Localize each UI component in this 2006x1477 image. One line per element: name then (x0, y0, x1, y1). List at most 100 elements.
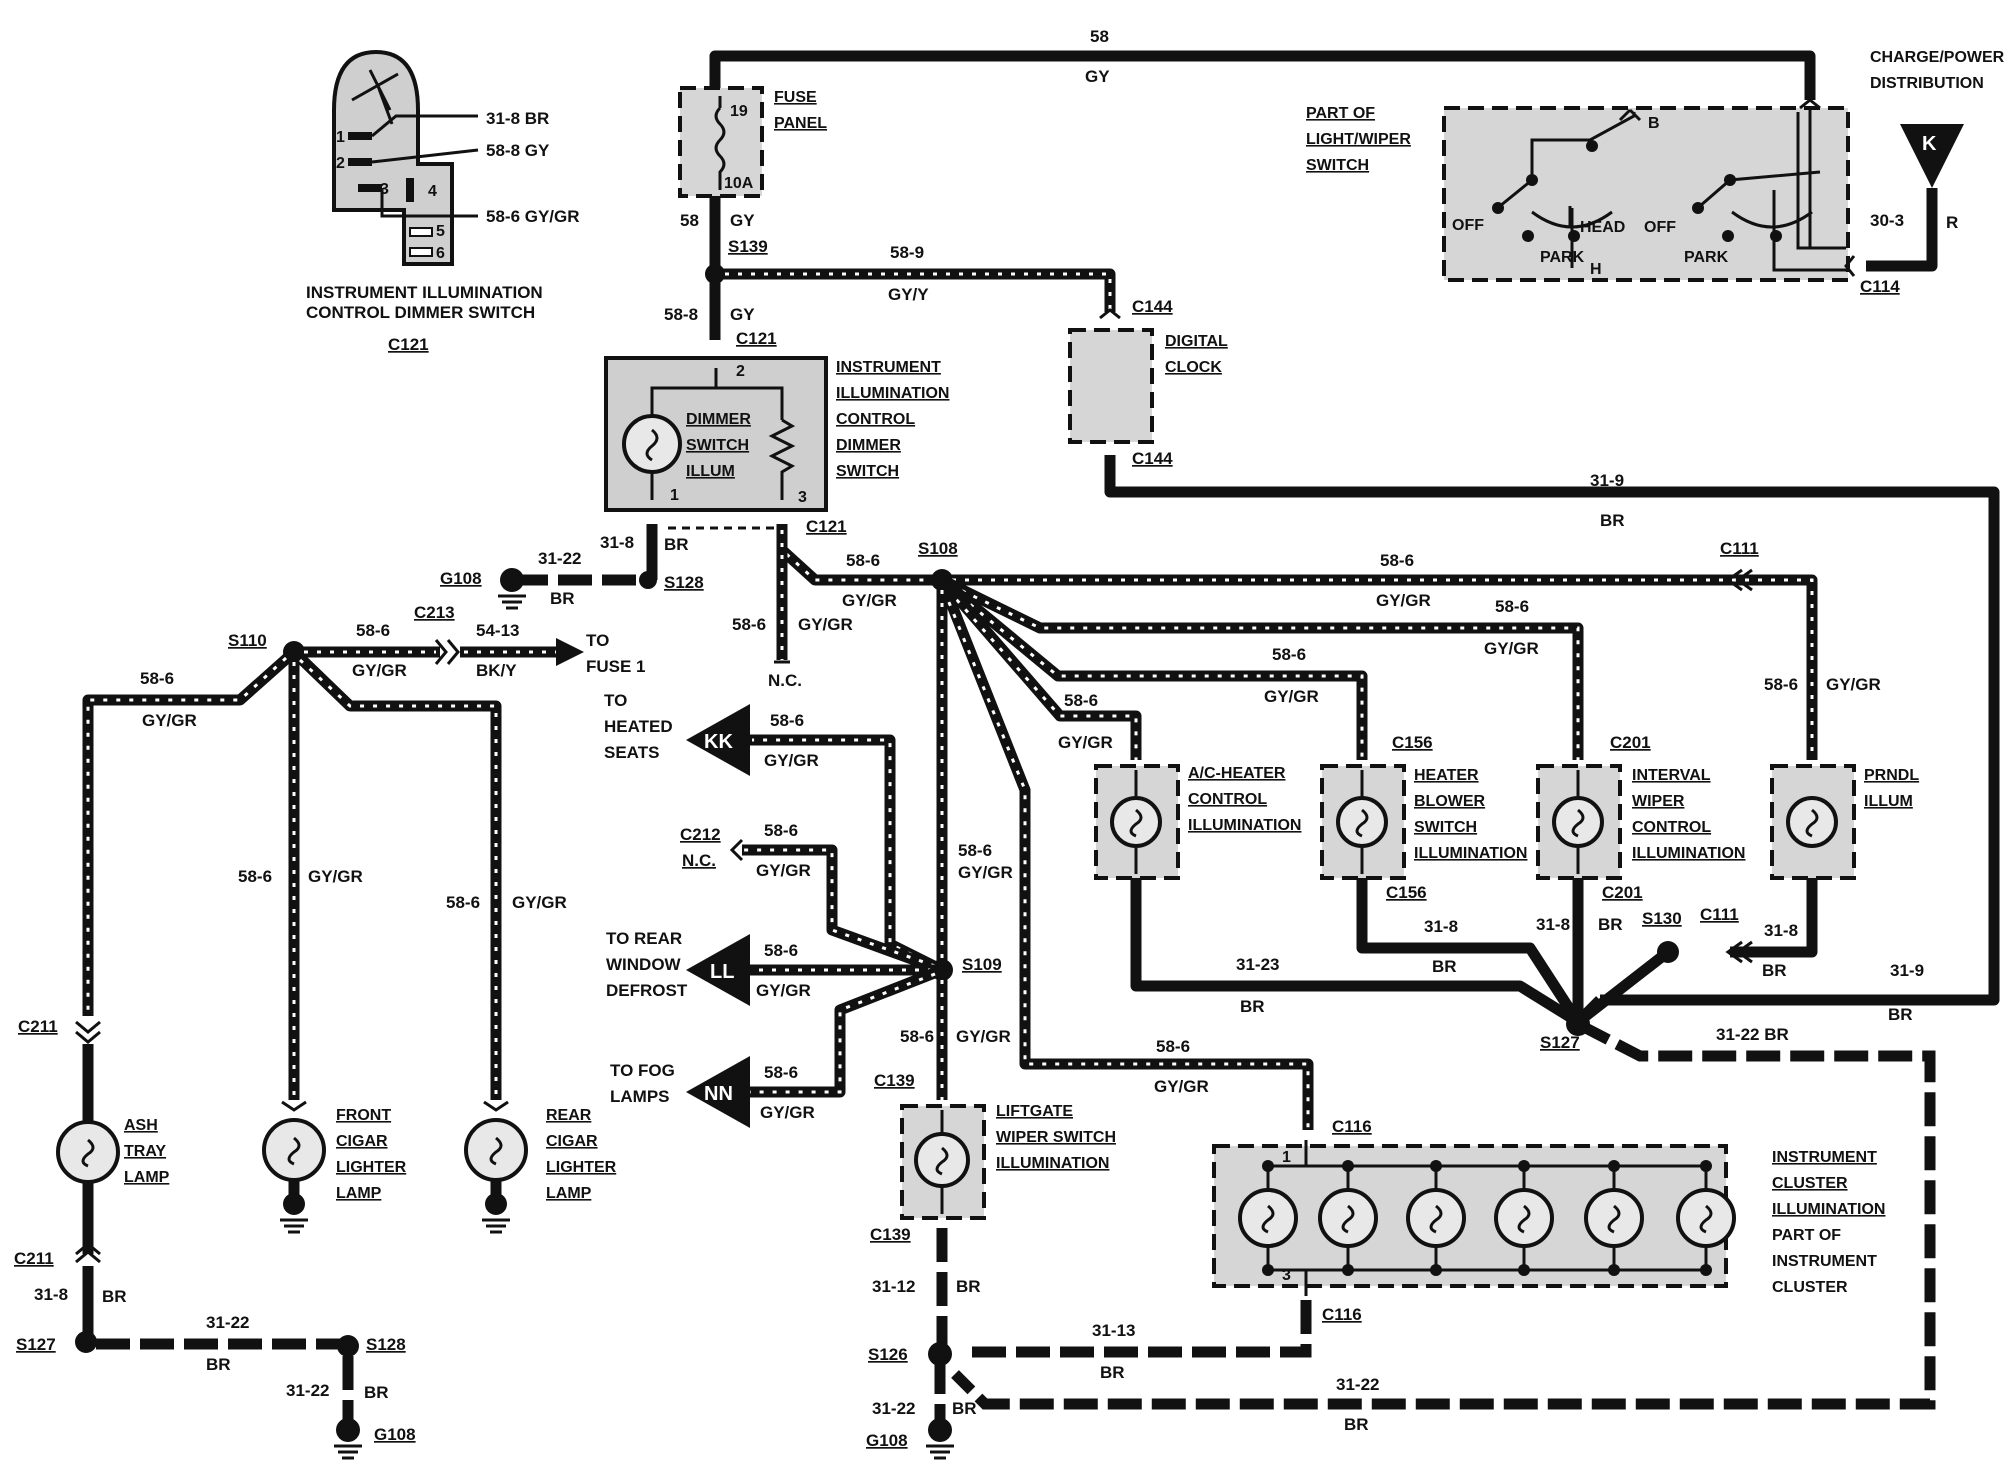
svg-text:58-6: 58-6 (900, 1027, 934, 1046)
svg-text:BR: BR (956, 1277, 981, 1296)
svg-text:KK: KK (704, 731, 733, 753)
svg-text:31-22: 31-22 (538, 549, 581, 568)
svg-text:TRAY: TRAY (124, 1143, 166, 1160)
interval-wiper-illum: INTERVAL WIPER CONTROL ILLUMINATION (1536, 764, 1745, 880)
svg-text:BR: BR (550, 589, 575, 608)
svg-text:GY/GR: GY/GR (956, 1027, 1011, 1046)
svg-text:INSTRUMENT: INSTRUMENT (1772, 1149, 1877, 1166)
svg-text:31-12: 31-12 (872, 1277, 915, 1296)
svg-text:C139: C139 (870, 1225, 911, 1244)
svg-text:DIMMER: DIMMER (836, 437, 901, 454)
svg-text:C156: C156 (1386, 883, 1427, 902)
svg-text:GY/GR: GY/GR (1154, 1077, 1209, 1096)
svg-text:GY: GY (1085, 67, 1110, 86)
wire-58-6-fog (748, 964, 945, 1098)
svg-text:INSTRUMENT: INSTRUMENT (1772, 1253, 1877, 1270)
svg-text:58-6: 58-6 (238, 867, 272, 886)
svg-text:ILLUMINATION: ILLUMINATION (1414, 845, 1527, 862)
heater-blower-illum: HEATER BLOWER SWITCH ILLUMINATION (1320, 764, 1527, 880)
svg-text:C212: C212 (680, 825, 721, 844)
svg-text:BR: BR (206, 1355, 231, 1374)
svg-text:GY/GR: GY/GR (760, 1103, 815, 1122)
svg-text:GY/GR: GY/GR (308, 867, 363, 886)
svg-text:GY/GR: GY/GR (1376, 591, 1431, 610)
svg-text:GY/GR: GY/GR (352, 661, 407, 680)
cluster-lamp (1318, 1160, 1378, 1276)
svg-text:FUSE 1: FUSE 1 (586, 657, 646, 676)
svg-text:GY/GR: GY/GR (756, 981, 811, 1000)
svg-text:S130: S130 (1642, 909, 1682, 928)
svg-text:ILLUMINATION: ILLUMINATION (996, 1155, 1109, 1172)
dimmer-connector-face: 1 2 3 4 5 6 (332, 49, 479, 266)
svg-text:TO: TO (604, 691, 627, 710)
svg-text:LAMP: LAMP (124, 1169, 170, 1186)
svg-text:PARK: PARK (1684, 249, 1729, 266)
svg-text:C156: C156 (1392, 733, 1433, 752)
svg-text:SWITCH: SWITCH (836, 463, 899, 480)
svg-text:ILLUMINATION: ILLUMINATION (836, 385, 949, 402)
svg-text:GY/GR: GY/GR (842, 591, 897, 610)
cluster-lamp (1406, 1160, 1466, 1276)
wire-58-6-dimmer (776, 524, 942, 660)
svg-text:BR: BR (1344, 1415, 1369, 1434)
svg-text:ILLUMINATION: ILLUMINATION (1772, 1201, 1885, 1218)
ac-heater-illum: A/C-HEATER CONTROL ILLUMINATION (1094, 764, 1301, 880)
svg-text:C139: C139 (874, 1071, 915, 1090)
svg-text:6: 6 (436, 245, 445, 262)
svg-text:C201: C201 (1602, 883, 1643, 902)
wire-31-13 (962, 1300, 1312, 1358)
svg-text:OFF: OFF (1452, 217, 1484, 234)
svg-text:N.C.: N.C. (682, 851, 716, 870)
svg-text:19: 19 (730, 103, 748, 120)
svg-text:C116: C116 (1322, 1305, 1362, 1324)
svg-text:TO FOG: TO FOG (610, 1061, 675, 1080)
svg-text:N.C.: N.C. (768, 671, 802, 690)
svg-text:BR: BR (664, 535, 689, 554)
svg-text:R: R (1946, 213, 1958, 232)
svg-text:GY/GR: GY/GR (756, 861, 811, 880)
digital-clock: DIGITAL CLOCK (1068, 328, 1228, 444)
svg-text:58-6 GY/GR: 58-6 GY/GR (486, 207, 580, 226)
svg-text:TO: TO (586, 631, 609, 650)
svg-text:CONTROL: CONTROL (1632, 819, 1711, 836)
svg-text:58-6: 58-6 (732, 615, 766, 634)
dimmer-switch-block: 2 1 3 DIMMER SWITCH ILLUM (604, 356, 828, 512)
svg-text:INSTRUMENT: INSTRUMENT (836, 359, 941, 376)
svg-text:LIGHT/WIPER: LIGHT/WIPER (1306, 131, 1411, 148)
svg-text:SWITCH: SWITCH (1306, 157, 1369, 174)
svg-text:ILLUMINATION: ILLUMINATION (1632, 845, 1745, 862)
svg-text:C121: C121 (806, 517, 847, 536)
svg-text:SWITCH: SWITCH (1414, 819, 1477, 836)
svg-text:HEATER: HEATER (1414, 767, 1479, 784)
svg-text:PRNDL: PRNDL (1864, 767, 1919, 784)
svg-text:BR: BR (1888, 1005, 1913, 1024)
svg-text:ILLUM: ILLUM (1864, 793, 1913, 810)
svg-text:S126: S126 (868, 1345, 908, 1364)
svg-text:PARK: PARK (1540, 249, 1585, 266)
svg-text:PART OF: PART OF (1306, 105, 1375, 122)
svg-text:58-6: 58-6 (958, 841, 992, 860)
svg-text:3: 3 (798, 489, 807, 506)
svg-text:BR: BR (1100, 1363, 1125, 1382)
svg-text:GY/GR: GY/GR (1264, 687, 1319, 706)
svg-text:58-6: 58-6 (1156, 1037, 1190, 1056)
front-cigar-lamp: FRONT CIGAR LIGHTER LAMP (262, 1100, 407, 1234)
svg-text:CIGAR: CIGAR (336, 1133, 388, 1150)
svg-text:CONTROL DIMMER SWITCH: CONTROL DIMMER SWITCH (306, 303, 535, 322)
svg-text:CLOCK: CLOCK (1165, 359, 1222, 376)
wire-58-6-cluster (936, 577, 1314, 1130)
wire-58-6-ac (937, 576, 1142, 760)
svg-text:31-22: 31-22 (1336, 1375, 1379, 1394)
instrument-cluster: 1 3 INSTRUMENT CLUSTER ILLUMINATION PART… (1212, 1140, 1885, 1296)
svg-text:C114: C114 (1860, 277, 1900, 296)
svg-text:GY/GR: GY/GR (958, 863, 1013, 882)
svg-text:C213: C213 (414, 603, 455, 622)
cluster-lamp (1238, 1160, 1298, 1276)
svg-text:4: 4 (428, 183, 437, 200)
k-arrow: K (1866, 124, 1964, 272)
svg-text:ILLUMINATION: ILLUMINATION (1188, 817, 1301, 834)
svg-text:31-23: 31-23 (1236, 955, 1279, 974)
svg-text:31-8: 31-8 (1424, 917, 1458, 936)
kk-arrow: KK (686, 704, 750, 776)
